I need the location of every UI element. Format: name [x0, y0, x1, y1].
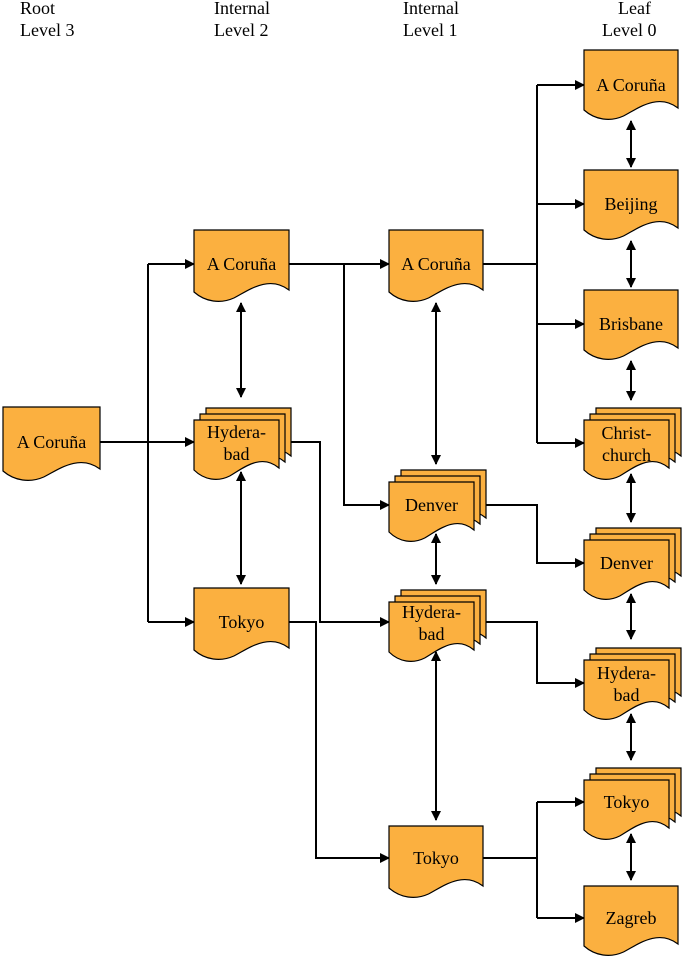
leaf-node-brisbane-label: Brisbane — [599, 314, 663, 334]
level1-node-hyderabad-label-line2: bad — [419, 624, 445, 644]
leaf-node-acoruna-document-shape — [583, 49, 679, 120]
leaf-node-brisbane: Brisbane — [583, 289, 679, 360]
header-level0-line2: Level 0 — [602, 20, 656, 40]
leaf-node-brisbane-document-shape — [583, 289, 679, 360]
level2-node-hyderabad: Hydera- bad — [193, 407, 292, 480]
leaf-node-denver-document-shape — [583, 539, 670, 600]
level1-node-hyderabad-document-shape — [388, 601, 475, 662]
level1-node-acoruna-label: A Coruña — [401, 254, 471, 274]
root-node-label: A Coruña — [17, 432, 87, 452]
header-level2-line1: Internal — [214, 0, 270, 18]
edge-l1-hyderabad-to-leaf-hyderabad — [483, 621, 585, 688]
edge-l2-acoruna-to-l1-denver — [343, 264, 390, 510]
root-node: A Coruña — [2, 406, 101, 481]
edge-l2-hyderabad-to-l1-hyderabad — [289, 441, 390, 627]
header-level0-line1: Leaf — [618, 0, 651, 18]
level1-node-hyderabad-label-line1: Hydera- — [402, 602, 461, 622]
level2-node-hyderabad-label-line2: bad — [224, 444, 250, 464]
leaf-node-denver-label: Denver — [600, 553, 653, 573]
leaf-node-zagreb-label: Zagreb — [606, 908, 657, 928]
leaf-node-hyderabad-label-line2: bad — [614, 685, 640, 705]
edge-l2-tokyo-to-l1-tokyo — [289, 621, 390, 863]
level2-node-acoruna-label: A Coruña — [207, 254, 277, 274]
leaf-node-hyderabad: Hydera- bad — [583, 647, 682, 720]
leaf-node-hyderabad-label-line1: Hydera- — [597, 663, 656, 683]
level1-node-tokyo-label: Tokyo — [413, 848, 459, 868]
leaf-node-zagreb-document-shape — [583, 885, 679, 956]
level1-node-denver-document-shape — [388, 481, 475, 542]
level2-node-tokyo-label: Tokyo — [219, 612, 265, 632]
leaf-node-acoruna-label: A Coruña — [596, 75, 666, 95]
header-level2-line2: Level 2 — [214, 20, 268, 40]
header-level1-line1: Internal — [403, 0, 459, 18]
leaf-node-zagreb: Zagreb — [583, 885, 679, 956]
leaf-node-christchurch-document-shape — [583, 419, 670, 480]
level2-node-acoruna: A Coruña — [193, 229, 290, 302]
root-node-document-shape — [2, 406, 101, 481]
level1-node-hyderabad: Hydera- bad — [388, 589, 487, 662]
leaf-node-tokyo: Tokyo — [583, 767, 682, 840]
level1-node-tokyo: Tokyo — [388, 825, 484, 898]
level1-node-denver: Denver — [388, 469, 487, 542]
leaf-node-beijing-label: Beijing — [605, 194, 658, 214]
level2-node-tokyo-document-shape — [193, 587, 290, 660]
leaf-node-tokyo-document-shape — [583, 779, 670, 840]
leaf-node-hyderabad-document-shape — [583, 659, 670, 720]
leaf-node-denver: Denver — [583, 527, 682, 600]
level2-node-tokyo: Tokyo — [193, 587, 290, 660]
column-headers: Root Level 3 Internal Level 2 Internal L… — [20, 0, 656, 40]
level2-node-acoruna-document-shape — [193, 229, 290, 302]
level1-node-denver-label: Denver — [405, 495, 458, 515]
edge-l1-denver-to-leaf-denver — [483, 504, 585, 568]
leaf-node-christchurch-label-line1: Christ- — [601, 423, 651, 443]
level1-node-acoruna-document-shape — [388, 229, 484, 302]
leaf-node-tokyo-label: Tokyo — [604, 792, 650, 812]
tree-edges — [100, 80, 636, 923]
header-root-line2: Level 3 — [20, 20, 74, 40]
leaf-node-beijing: Beijing — [583, 169, 679, 240]
leaf-node-acoruna: A Coruña — [583, 49, 679, 120]
leaf-node-christchurch-label-line2: church — [602, 445, 651, 465]
header-level1-line2: Level 1 — [403, 20, 457, 40]
level1-node-acoruna: A Coruña — [388, 229, 484, 302]
level1-node-tokyo-document-shape — [388, 825, 484, 898]
leaf-node-christchurch: Christ- church — [583, 407, 682, 480]
leaf-node-beijing-document-shape — [583, 169, 679, 240]
header-root-line1: Root — [20, 0, 55, 18]
level2-node-hyderabad-document-shape — [193, 419, 280, 480]
level2-node-hyderabad-label-line1: Hydera- — [207, 422, 266, 442]
